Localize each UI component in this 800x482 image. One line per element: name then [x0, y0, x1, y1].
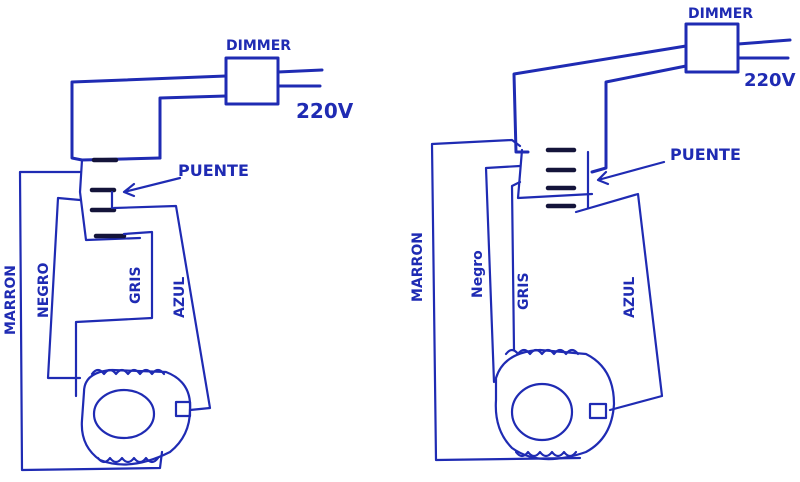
left-dimmer-label: DIMMER: [226, 38, 291, 54]
left-marron-label: MARRON: [3, 265, 19, 335]
left-switch-block: [78, 158, 142, 242]
right-coil-top: [504, 348, 580, 356]
right-gris-label: GRIS: [516, 272, 532, 310]
left-marron-wire: [18, 170, 164, 472]
right-puente-arrow: [596, 160, 666, 186]
right-marron-wire: [430, 138, 582, 462]
left-dimmer-box: [224, 56, 280, 106]
right-mains-line-top: [736, 38, 792, 46]
left-mains-line-top: [276, 68, 324, 74]
left-azul-wire: [112, 204, 212, 412]
right-diagram: DIMMER 220V PUENTE MARRON Negro GRIS AZU…: [410, 6, 796, 462]
right-marron-label: MARRON: [410, 232, 426, 302]
right-motor-rotor: [510, 382, 574, 442]
left-puente-label: PUENTE: [178, 161, 249, 180]
left-azul-label: AZUL: [172, 277, 188, 318]
left-motor-rotor: [92, 388, 156, 440]
left-gris-wire: [74, 230, 154, 398]
left-motor-winding: [80, 368, 192, 466]
left-dimmer-wire-b: [158, 94, 228, 160]
right-dimmer-wire-a: [512, 44, 688, 154]
right-dimmer-label: DIMMER: [688, 6, 753, 22]
right-motor-connector: [588, 402, 608, 420]
right-azul-label: AZUL: [622, 277, 638, 318]
left-dimmer-wire-a: [70, 74, 228, 162]
right-gris-wire: [510, 180, 522, 352]
right-dimmer-wire-b: [590, 64, 688, 174]
right-switch-block: [516, 148, 594, 200]
left-coil-bottom: [96, 456, 160, 464]
left-motor-connector: [174, 400, 192, 418]
left-diagram: DIMMER 220V PUENTE MARRON NEGRO GRIS AZU…: [3, 38, 354, 472]
left-gris-label: GRIS: [128, 266, 144, 304]
right-coil-bottom: [514, 450, 578, 458]
right-dimmer-box: [684, 22, 740, 74]
left-negro-label: NEGRO: [36, 262, 52, 318]
right-puente-label: PUENTE: [670, 145, 741, 164]
left-voltage-label: 220V: [296, 99, 354, 123]
right-negro-wire: [484, 164, 522, 384]
left-coil-top: [90, 368, 166, 376]
right-negro-label: Negro: [470, 250, 486, 298]
right-voltage-label: 220V: [744, 70, 796, 91]
left-puente-arrow: [122, 176, 182, 198]
right-azul-wire: [574, 192, 664, 412]
left-negro-wire: [46, 196, 82, 380]
